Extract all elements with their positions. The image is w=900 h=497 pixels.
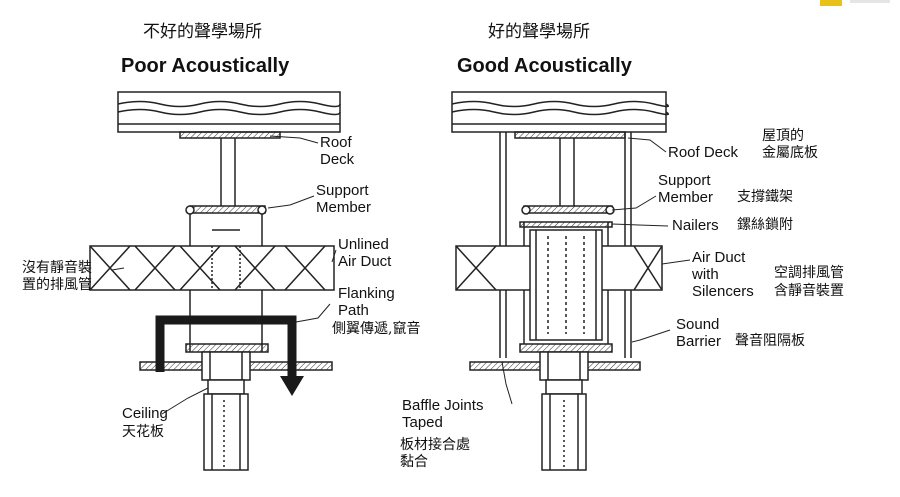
left-air-duct [89,245,335,291]
left-bottom-bracket [185,343,269,353]
left-leader-lines [111,135,337,415]
left-beam [189,138,266,214]
right-wall [541,393,587,471]
left-title-en: Poor Acoustically [121,55,290,77]
right-baffle-label-1: Baffle Joints [402,397,484,414]
left-roof-label-2: Deck [320,151,355,168]
left-wall [203,393,249,471]
flanking-path-arrow [155,315,297,378]
left-duct-zh-1: 沒有靜音裝 [22,260,92,276]
right-nailers-label: Nailers [672,217,719,234]
left-ceiling-zh: 天花板 [122,424,164,440]
right-duct-zh-1: 空調排風管 [774,265,844,281]
right-roof-deck [451,91,669,133]
left-roof-deck [117,91,341,133]
right-title-zh: 好的聲學場所 [488,22,590,42]
left-diagram [89,91,341,471]
left-duct-zh-2: 置的排風管 [22,277,92,293]
right-barrier-zh: 聲音阻隔板 [735,333,805,349]
corner-marker [820,0,842,6]
right-roof-zh-2: 金屬底板 [762,145,818,161]
right-top-flange [514,131,626,139]
left-ceiling-label: Ceiling [122,405,168,422]
left-top-flange [179,131,281,139]
left-flank-label-1: Flanking [338,285,395,302]
left-flank-zh: 側翼傳遞,竄音 [332,321,421,337]
left-flank-label-2: Path [338,302,369,319]
right-leader-lines [501,137,691,405]
right-support-label-1: Support [658,172,711,189]
right-bottom-bracket [519,343,613,353]
right-baffle-zh-2: 黏合 [400,454,428,470]
left-support-label-1: Support [316,182,369,199]
right-support-zh: 支撐鐵架 [737,189,793,205]
right-baffle-zh-1: 板材接合處 [400,437,470,453]
corner-marker-2 [850,0,890,3]
right-baffle-label-2: Taped [402,414,443,431]
left-roof-label-1: Roof [320,134,352,151]
right-duct-label-3: Silencers [692,283,754,300]
left-duct-label-1: Unlined [338,236,389,253]
right-duct-label-1: Air Duct [692,249,746,266]
right-nailers-zh: 鏍絲鎖附 [737,217,793,233]
right-roof-label: Roof Deck [668,144,739,161]
right-support-label-2: Member [658,189,714,206]
right-barrier-label-2: Barrier [676,333,722,350]
left-ceiling [139,351,333,395]
right-duct-label-2: with [692,266,719,283]
right-roof-zh-1: 屋頂的 [762,128,804,144]
right-barrier-label-1: Sound [676,316,720,333]
left-duct-label-2: Air Duct [338,253,392,270]
right-beam [521,138,615,215]
left-title-zh: 不好的聲學場所 [143,22,262,42]
right-air-duct [455,229,663,341]
right-title-en: Good Acoustically [457,55,632,77]
right-ceiling [469,351,641,395]
right-sound-barrier [499,132,632,358]
right-diagram [451,91,691,471]
flanking-arrow-head [280,376,304,396]
right-duct-zh-2: 含靜音裝置 [774,283,844,299]
left-support-label-2: Member [316,199,372,216]
